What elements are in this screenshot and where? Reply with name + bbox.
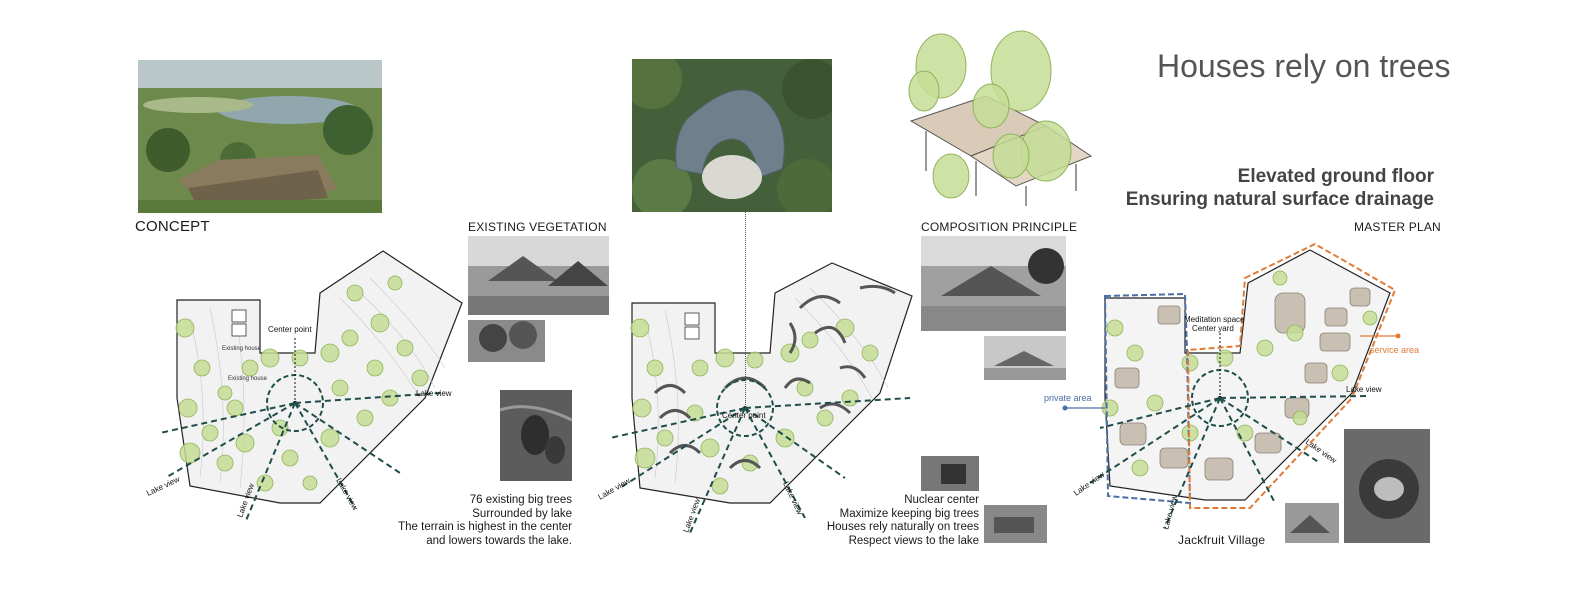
- center-point-label: Center point: [722, 411, 766, 420]
- private-area-label: private area: [1044, 393, 1092, 403]
- connector-line: [745, 212, 746, 407]
- vegetation-notes: 76 existing big trees Surrounded by lake…: [398, 494, 572, 548]
- lake-view-label: Lake view: [1072, 470, 1106, 498]
- house-trees-sketch: [896, 26, 1116, 211]
- lake-view-label: Lake view: [681, 497, 702, 534]
- lake-view-label: Lake view: [597, 476, 633, 502]
- composition-photo-3: [921, 456, 979, 491]
- vegetation-photo-2: [468, 320, 545, 362]
- existing-house-label: Existing house: [222, 346, 262, 352]
- note-line: Surrounded by lake: [472, 507, 572, 520]
- concept-label: CONCEPT: [135, 218, 210, 235]
- meditation-space-label: Meditation space: [1184, 315, 1245, 324]
- vegetation-label: EXISTING VEGETATION: [468, 220, 607, 234]
- lake-view-label: Lake view: [145, 475, 181, 498]
- page-title: Houses rely on trees: [1157, 48, 1451, 84]
- lake-view-label: Lake view: [1161, 494, 1179, 531]
- note-line: Houses rely naturally on trees: [826, 521, 979, 533]
- note-line: 76 existing big trees: [469, 494, 572, 506]
- roof-topview-photo: [632, 59, 832, 212]
- composition-site-map: Center point Lake view Lake view Lake vi…: [597, 262, 913, 534]
- jackfruit-photo: [500, 390, 572, 481]
- note-line: Respect views to the lake: [848, 534, 979, 547]
- note-line: The terrain is highest in the center: [398, 521, 572, 533]
- note-line: and lowers towards the lake.: [426, 534, 572, 547]
- lake-view-label: Lake view: [334, 477, 360, 513]
- composition-notes: Nuclear center Maximize keeping big tree…: [827, 494, 979, 548]
- concept-site-map: Center point Existing house Existing hou…: [145, 250, 463, 524]
- composition-label: COMPOSITION PRINCIPLE: [921, 220, 1078, 234]
- subtitle-line-1: Elevated ground floor: [1237, 166, 1434, 187]
- vegetation-photo-1: [468, 236, 609, 315]
- subtitle-line-2: Ensuring natural surface drainage: [1125, 189, 1434, 210]
- service-area-label: service area: [1370, 345, 1419, 355]
- lake-view-label: Lake view: [1346, 385, 1382, 394]
- center-point-label: Center point: [268, 325, 312, 334]
- note-line: Nuclear center: [904, 494, 979, 506]
- center-yard-label: Center yard: [1192, 324, 1234, 333]
- subtitle-block: Elevated ground floor Ensuring natural s…: [1126, 165, 1434, 211]
- masterplan-aerial-photo: [1344, 429, 1430, 543]
- masterplan-photo-2: [1285, 503, 1339, 543]
- village-caption: Jackfruit Village: [1178, 533, 1266, 547]
- masterplan-label: MASTER PLAN: [1354, 220, 1441, 234]
- masterplan-site-map: Meditation space Center yard service are…: [1044, 242, 1419, 531]
- composition-photo-1: [921, 236, 1066, 331]
- lake-view-label: Lake view: [1304, 437, 1338, 465]
- composition-photo-4: [984, 505, 1047, 543]
- existing-house-label: Existing house: [228, 376, 268, 382]
- aerial-photo: [138, 60, 382, 213]
- note-line: Maximize keeping big trees: [839, 507, 979, 520]
- composition-photo-2: [984, 336, 1066, 380]
- lake-view-label: Lake view: [416, 389, 452, 398]
- lake-view-label: Lake view: [781, 480, 804, 516]
